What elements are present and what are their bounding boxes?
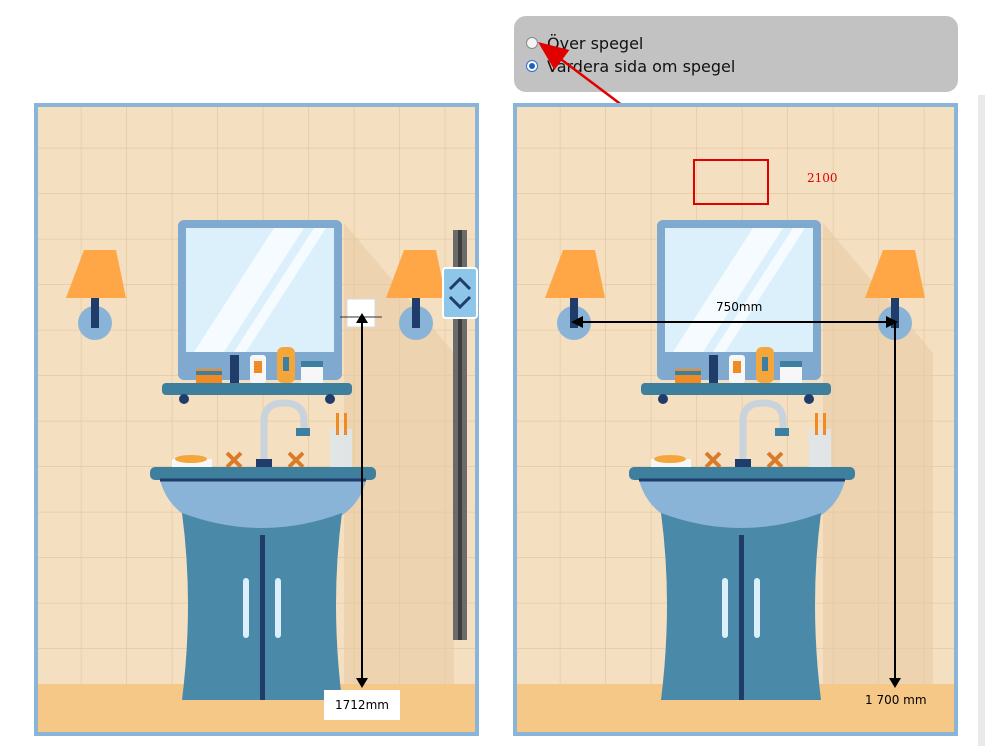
sink (150, 467, 376, 535)
mirror-right (657, 220, 821, 380)
red-highlight-box (693, 159, 769, 205)
top-value-label: 2100 (807, 171, 838, 185)
mirror (178, 220, 342, 380)
vanity-cabinet (182, 513, 342, 700)
toothbrush-cup (330, 429, 352, 467)
option-each-side-mirror[interactable]: Vardera sida om spegel (526, 55, 735, 77)
option-each-side-mirror-label: Vardera sida om spegel (547, 56, 736, 76)
radio-over-mirror[interactable] (526, 37, 538, 49)
page-scrollbar[interactable] (978, 95, 985, 746)
right-wall-lamp-right-view (865, 250, 925, 340)
shelf-right (641, 383, 831, 395)
height-slider-handle[interactable] (442, 267, 478, 319)
right-height-label: 1 700 mm (865, 693, 927, 707)
right-bathroom-view: 2100 750mm 1 700 mm (513, 103, 958, 736)
chevron-down-icon (448, 295, 472, 310)
left-bathroom-view: 1712mm (34, 103, 479, 736)
chevron-up-icon (448, 276, 472, 291)
sink-right (629, 467, 855, 535)
shelf-items (196, 347, 323, 383)
shelf-items-right (675, 347, 802, 383)
option-over-mirror[interactable]: Över spegel (526, 32, 643, 54)
radio-each-side-mirror[interactable] (526, 60, 538, 72)
width-label: 750mm (716, 300, 763, 314)
vanity-cabinet-right (661, 513, 821, 700)
left-wall-lamp (66, 250, 126, 340)
faucet (225, 399, 310, 469)
left-height-label: 1712mm (324, 690, 400, 720)
faucet-right (704, 399, 789, 469)
shelf (162, 383, 352, 395)
right-wall-lamp (386, 250, 446, 340)
option-over-mirror-label: Över spegel (547, 33, 644, 53)
